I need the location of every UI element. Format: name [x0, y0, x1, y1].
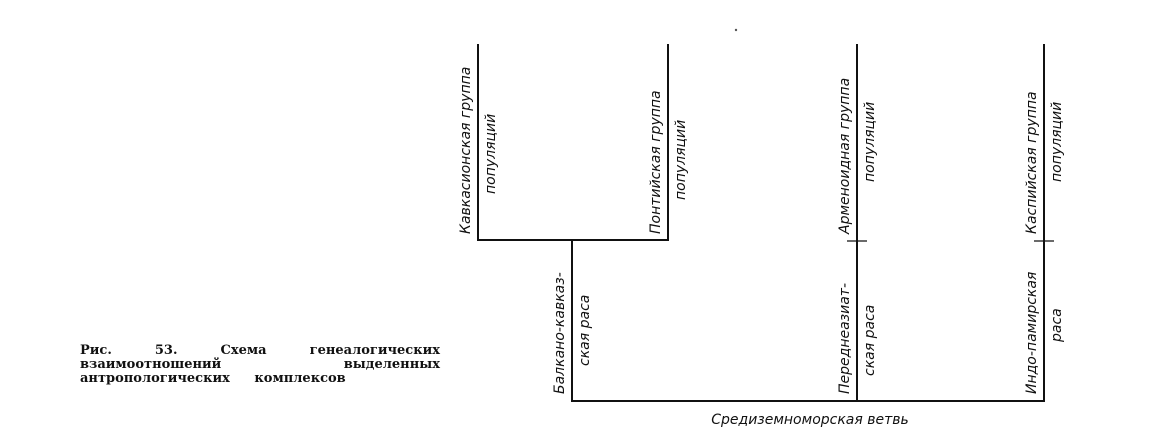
label-pontic-group-line1: Понтийская группа	[648, 90, 664, 234]
label-near-asian-race: Переднеазиат- ская раса	[837, 279, 878, 394]
label-indo-pamir-race-line1: Индо-памирская	[1024, 272, 1040, 394]
label-caspian-group-line2: популяций	[1049, 102, 1065, 182]
print-speck	[734, 28, 738, 32]
label-indo-pamir-race: Индо-памирская раса	[1024, 267, 1065, 394]
label-indo-pamir-race-line2: раса	[1049, 308, 1065, 343]
label-near-asian-race-line2: ская раса	[862, 305, 878, 376]
label-mediterranean-branch: Средиземноморская ветвь	[711, 412, 909, 428]
label-armenoid-group-line2: популяций	[862, 102, 878, 182]
label-balkan-caucasian-race-line2: ская раса	[577, 295, 593, 366]
label-caucasian-group-line2: популяций	[483, 114, 499, 194]
label-balkan-caucasian-race-line1: Балкано-кавказ-	[552, 272, 568, 394]
label-armenoid-group: Арменоидная группа популяций	[837, 73, 878, 235]
label-caucasian-group-line1: Кавкасионская группа	[458, 67, 474, 234]
label-armenoid-group-line1: Арменоидная группа	[837, 78, 853, 235]
label-balkan-caucasian-race: Балкано-кавказ- ская раса	[552, 268, 593, 394]
caption-line-2: взаимоотношений выделенных	[80, 357, 440, 372]
label-pontic-group-line2: популяций	[673, 120, 689, 200]
label-caspian-group-line1: Каспийская группа	[1024, 91, 1040, 234]
label-caspian-group: Каспийская группа популяций	[1024, 87, 1065, 234]
caption-line-1: Рис. 53. Схема генеалогических	[80, 343, 440, 358]
label-caucasian-group: Кавкасионская группа популяций	[458, 62, 499, 234]
figure-caption: Рис. 53. Схема генеалогических взаимоотн…	[80, 344, 440, 386]
label-pontic-group: Понтийская группа популяций	[648, 86, 689, 234]
label-near-asian-race-line1: Переднеазиат-	[837, 283, 853, 394]
caption-line-3: антропологических комплексов	[80, 371, 346, 386]
